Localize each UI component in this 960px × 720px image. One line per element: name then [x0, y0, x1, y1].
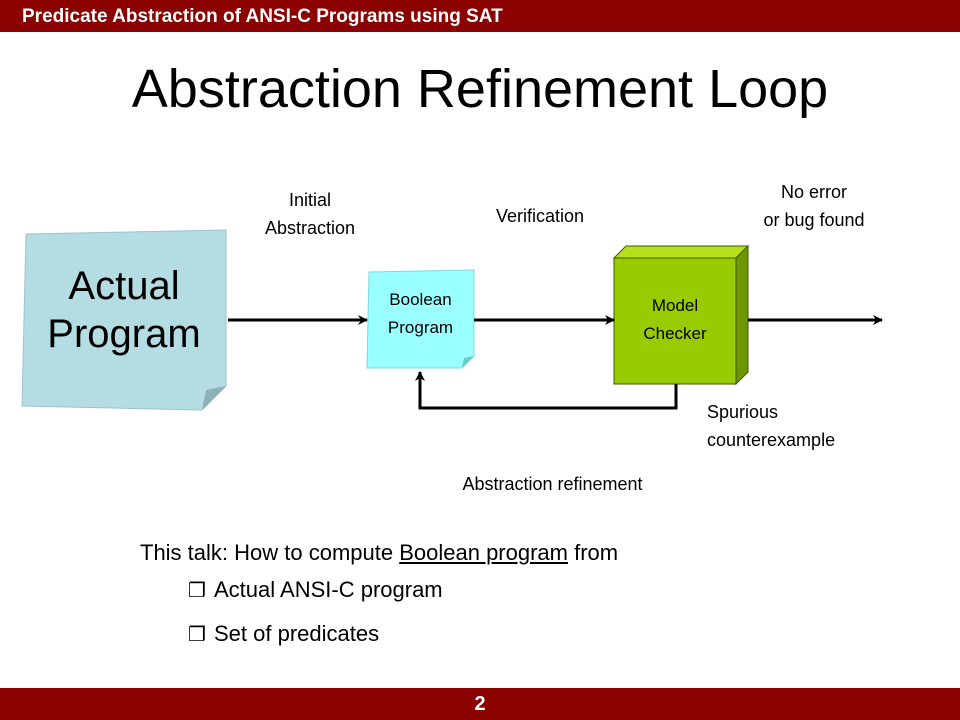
initial-abstraction-line2: Abstraction: [264, 218, 356, 238]
no-error-line2: or bug found: [763, 210, 865, 230]
boolean-program-line2: Program: [387, 318, 454, 337]
bullet-item: ❒ Set of predicates: [188, 612, 666, 656]
refinement-feedback-arrow: [415, 371, 678, 410]
boolean-program-label: Boolean Program: [367, 286, 474, 342]
model-checker-label: Model Checker: [614, 292, 736, 348]
actual-program-line2: Program: [47, 312, 201, 356]
model-checker-box: [612, 244, 750, 386]
no-error-label: No error or bug found: [740, 178, 888, 234]
checkbox-bullet-icon: ❒: [188, 624, 206, 646]
boolean-program-box: [366, 269, 475, 369]
spurious-counterexample-label: Spurious counterexample: [707, 398, 907, 454]
spurious-line1: Spurious: [707, 402, 779, 422]
bullet-text: Set of predicates: [214, 621, 380, 646]
spurious-line2: counterexample: [707, 430, 836, 450]
boolean-program-line1: Boolean: [389, 290, 452, 309]
no-error-line1: No error: [780, 182, 847, 202]
model-checker-line2: Checker: [643, 324, 707, 343]
model-checker-line1: Model: [651, 296, 699, 315]
bullet-text: Actual ANSI-C program: [214, 577, 443, 602]
header-bar: Predicate Abstraction of ANSI-C Programs…: [0, 0, 960, 32]
intro-suffix: from: [568, 540, 619, 565]
checkbox-bullet-icon: ❒: [188, 580, 206, 602]
abstraction-refinement-label: Abstraction refinement: [462, 474, 643, 494]
bullet-item: ❒ Actual ANSI-C program: [188, 568, 666, 612]
intro-underlined: Boolean program: [399, 540, 568, 565]
page-number: 2: [474, 693, 486, 715]
intro-prefix: This talk: How to compute: [140, 540, 400, 565]
initial-abstraction-label: Initial Abstraction: [240, 186, 380, 242]
header-text: Predicate Abstraction of ANSI-C Programs…: [22, 6, 503, 27]
actual-program-line1: Actual: [68, 264, 180, 308]
actual-program-box: [21, 229, 227, 411]
footer-bar: 2: [0, 688, 960, 720]
talk-summary: This talk: How to compute Boolean progra…: [140, 538, 618, 656]
initial-abstraction-line1: Initial: [288, 190, 332, 210]
actual-program-label: Actual Program: [24, 262, 224, 358]
verification-label: Verification: [495, 206, 585, 226]
slide-title: Abstraction Refinement Loop: [131, 59, 829, 119]
talk-intro: This talk: How to compute Boolean progra…: [140, 538, 618, 568]
